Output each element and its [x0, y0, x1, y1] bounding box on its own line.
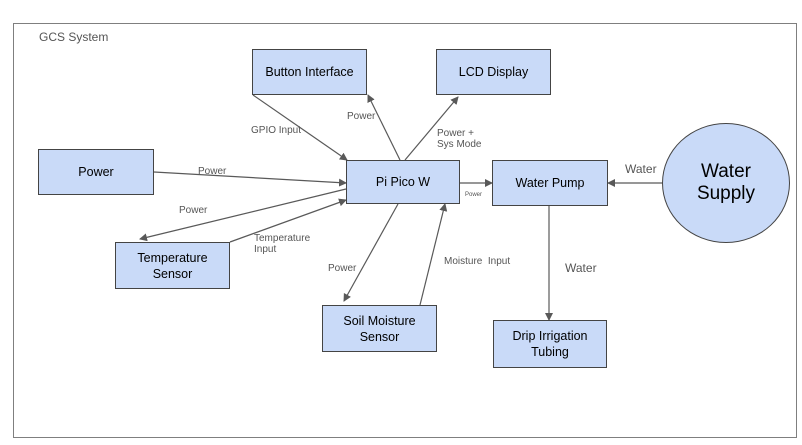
arrow-power-to-button — [367, 94, 401, 161]
label-water-from-supply: Water — [625, 162, 657, 176]
arrow-power-to-lcd — [404, 96, 459, 161]
system-frame — [13, 23, 797, 438]
node-pi-pico: Pi Pico W — [346, 160, 460, 204]
arrow-temperature-input — [229, 198, 347, 243]
arrow-moisture-input — [419, 203, 448, 306]
arrow-power-in — [153, 171, 347, 187]
label-power-to-temp: Power — [179, 205, 208, 216]
label-power-to-soil: Power — [328, 263, 357, 274]
label-water-to-drip: Water — [565, 261, 597, 275]
node-water-supply: Water Supply — [662, 123, 790, 243]
system-title: GCS System — [39, 30, 109, 44]
arrow-power-to-temp — [139, 188, 347, 242]
node-soil-moisture-sensor: Soil Moisture Sensor — [322, 305, 437, 352]
label-moisture-input: Moisture Input — [444, 256, 511, 267]
arrow-power-to-soil — [343, 203, 399, 302]
label-gpio-input: GPIO Input — [251, 125, 302, 136]
label-power-sys-mode: Power + Sys Mode — [437, 128, 482, 150]
arrow-gpio-input — [252, 94, 348, 161]
label-power-to-pump: Power — [465, 192, 483, 198]
node-power: Power — [38, 149, 154, 195]
label-temperature-input: Temperature Input — [254, 233, 311, 255]
label-power-in: Power — [198, 166, 227, 177]
label-power-to-button: Power — [347, 111, 376, 122]
node-button-interface: Button Interface — [252, 49, 367, 95]
node-water-pump: Water Pump — [492, 160, 608, 206]
node-drip-irrigation: Drip Irrigation Tubing — [493, 320, 607, 368]
node-lcd-display: LCD Display — [436, 49, 551, 95]
node-temperature-sensor: Temperature Sensor — [115, 242, 230, 289]
